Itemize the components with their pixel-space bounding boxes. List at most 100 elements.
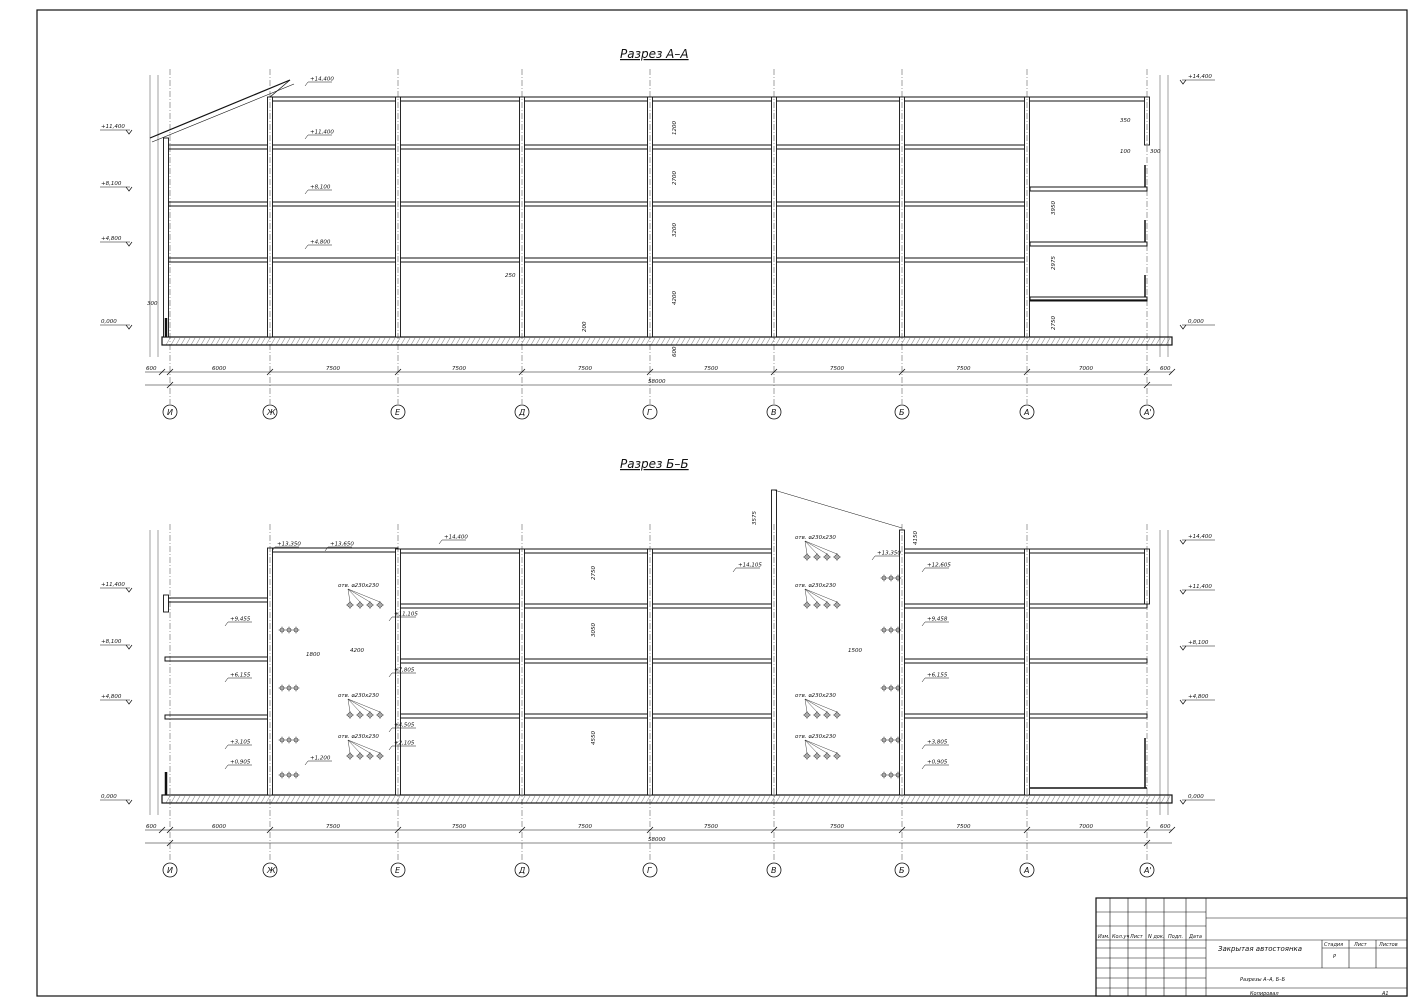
hatch: [675, 795, 681, 804]
opening-leader: [804, 540, 828, 555]
floor-slab: [164, 201, 1028, 207]
dimension-tick: [1168, 826, 1176, 834]
floor-slab: [397, 658, 775, 664]
hatch: [225, 795, 231, 804]
hatch: [890, 795, 896, 804]
hatch: [945, 795, 951, 804]
hatch: [940, 337, 946, 346]
level-leader: [304, 81, 309, 87]
hatch: [935, 795, 941, 804]
hatch: [675, 337, 681, 346]
hatch: [935, 337, 941, 346]
hatch: [1130, 795, 1136, 804]
dimension-tick: [158, 826, 166, 834]
hatch: [845, 337, 851, 346]
hatch: [1070, 795, 1076, 804]
hatch: [315, 795, 321, 804]
level-leader: [921, 621, 926, 627]
hatch: [555, 795, 561, 804]
hatch: [1145, 337, 1151, 346]
tb-sheet-header: Лист: [1353, 942, 1368, 948]
hatch: [190, 337, 196, 346]
hatch: [970, 337, 976, 346]
edge-dimension: 600: [1160, 824, 1171, 830]
hatch: [710, 337, 716, 346]
dimension-tick: [1023, 368, 1031, 376]
level-leader: [224, 677, 229, 683]
axis-bubble: [514, 404, 530, 420]
hatch: [630, 337, 636, 346]
hatch: [445, 795, 451, 804]
hatch: [960, 795, 966, 804]
opening-leader: [347, 588, 371, 603]
dimension-tick: [158, 368, 166, 376]
hatch: [795, 795, 801, 804]
span-dimension: 7500: [326, 824, 340, 830]
hatch: [1105, 795, 1111, 804]
hatch: [490, 337, 496, 346]
hatch: [195, 795, 201, 804]
hatch: [650, 337, 656, 346]
hatch: [550, 337, 556, 346]
hatch: [715, 795, 721, 804]
axis-bubble: [642, 404, 658, 420]
axis-bubble: [766, 862, 782, 878]
hatch: [1045, 795, 1051, 804]
hatch: [620, 337, 626, 346]
hatch: [870, 337, 876, 346]
hatch: [540, 795, 546, 804]
level-marker: [1179, 79, 1187, 85]
dimension-tick: [166, 368, 174, 376]
hatch: [1000, 795, 1006, 804]
hatch: [170, 795, 176, 804]
hatch: [585, 795, 591, 804]
dimension-tick: [166, 839, 174, 847]
level-leader: [438, 539, 443, 545]
hatch: [365, 795, 371, 804]
foundation-slab: [161, 336, 1173, 346]
span-dimension: 7500: [704, 366, 718, 372]
hatch: [320, 795, 326, 804]
opening-leader: [347, 698, 361, 713]
hatch: [840, 337, 846, 346]
hatch: [805, 337, 811, 346]
tb-sheet-title: Разрезы А–А, Б–Б: [1240, 977, 1286, 983]
hatch: [835, 337, 841, 346]
hatch: [530, 337, 536, 346]
level-leader: [304, 189, 309, 195]
axis-bubble: [766, 404, 782, 420]
hatch: [580, 795, 586, 804]
overall-dimension: 58000: [648, 837, 666, 843]
hatch: [455, 795, 461, 804]
level-mark: +4,800: [101, 236, 122, 242]
span-dimension: 7500: [704, 824, 718, 830]
note-dimension: 600: [672, 346, 678, 357]
edge-dimension: 600: [146, 366, 157, 372]
axis-label: Ж: [266, 866, 276, 875]
level-mark: +14,400: [1188, 534, 1212, 540]
hatch: [350, 337, 356, 346]
hatch: [1025, 337, 1031, 346]
span-dimension: 6000: [212, 824, 226, 830]
hatch: [305, 795, 311, 804]
dimension-tick: [898, 826, 906, 834]
hatch: [180, 795, 186, 804]
hatch: [1055, 337, 1061, 346]
hatch: [905, 337, 911, 346]
hatch: [995, 337, 1001, 346]
hatch: [1120, 795, 1126, 804]
level-leader: [324, 546, 329, 552]
hatch: [865, 337, 871, 346]
hatch: [820, 795, 826, 804]
hatch: [450, 337, 456, 346]
hatch: [770, 337, 776, 346]
level-leader: [304, 760, 309, 766]
hatch: [850, 795, 856, 804]
hatch: [565, 795, 571, 804]
inner-level-mark: +4,505: [394, 723, 415, 729]
hatch: [420, 337, 426, 346]
tb-project-name: Закрытая автостоянка: [1218, 945, 1302, 953]
dimension-tick: [394, 826, 402, 834]
hatch: [240, 795, 246, 804]
